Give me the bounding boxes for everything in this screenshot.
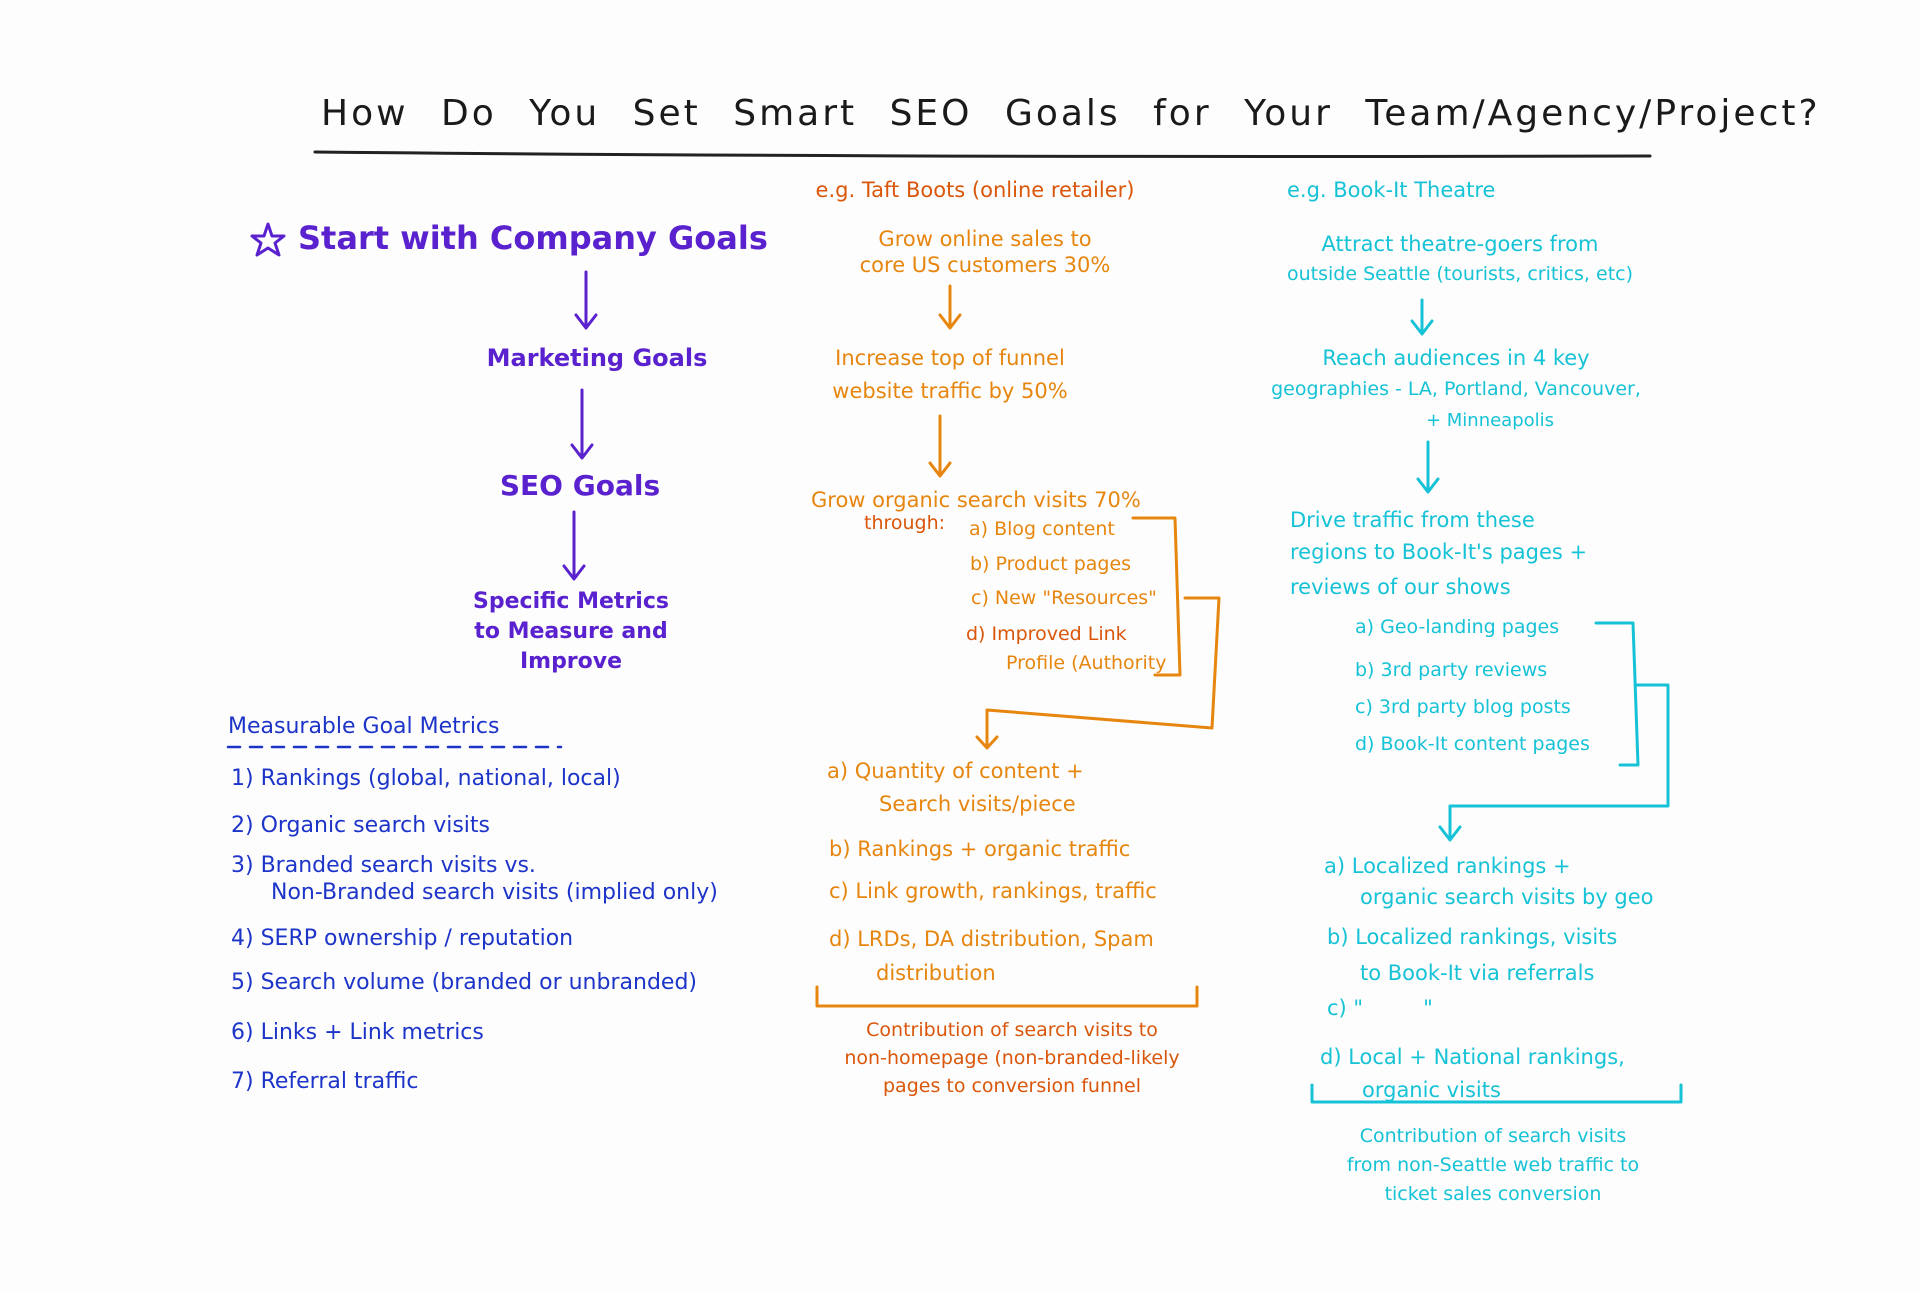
taft-arrows-brackets [815, 284, 1221, 1008]
taft-goal: Grow organic search visits 70% [811, 488, 1141, 512]
taft-through: through: [864, 512, 946, 534]
bookit-tactic: b) 3rd party reviews [1355, 659, 1548, 681]
bookit-goal: Attract theatre-goers from [1321, 232, 1599, 256]
bracket [1310, 1083, 1683, 1104]
taft-metric: a) Quantity of content + [827, 759, 1084, 783]
bracket [1131, 516, 1182, 677]
bookit-tactic: c) 3rd party blog posts [1355, 696, 1571, 718]
taft-summary: Contribution of search visits to [866, 1019, 1158, 1041]
metric-item: 4) SERP ownership / reputation [231, 926, 574, 951]
taft-goal: Increase top of funnel [835, 346, 1065, 370]
bookit-summary: ticket sales conversion [1384, 1183, 1602, 1205]
bookit-metric: b) Localized rankings, visits [1327, 925, 1618, 949]
bookit-goal: regions to Book-It's pages + [1290, 540, 1588, 564]
bookit-metric: to Book-It via referrals [1360, 961, 1595, 985]
taft-metric: d) LRDs, DA distribution, Spam [829, 927, 1154, 951]
bookit-goal: geographies - LA, Portland, Vancouver, [1271, 378, 1641, 400]
taft-summary: non-homepage (non-branded-likely [844, 1047, 1180, 1069]
bookit-summary: from non-Seattle web traffic to [1346, 1154, 1640, 1176]
bookit-goal: + Minneapolis [1425, 410, 1555, 431]
star-icon [250, 222, 286, 257]
arrow-icon [928, 414, 952, 478]
taft-summary: pages to conversion funnel [882, 1075, 1142, 1097]
taft-tactic: b) Product pages [970, 553, 1132, 575]
bookit-tactic: d) Book-It content pages [1355, 733, 1590, 755]
taft-tactic: Profile (Authority [1006, 652, 1167, 674]
specific-metrics-line: Improve [519, 649, 623, 674]
taft-metric: distribution [876, 961, 996, 985]
bookit-goal: outside Seattle (tourists, critics, etc) [1286, 263, 1634, 285]
bookit-goal: Reach audiences in 4 key [1322, 346, 1590, 370]
page-title: How Do You Set Smart SEO Goals for Your … [321, 93, 1821, 134]
bookit-example: e.g. Book-It Theatre [1287, 178, 1496, 202]
bracket [1438, 683, 1670, 842]
bookit-goal: Drive traffic from these [1290, 508, 1535, 532]
taft-metric: b) Rankings + organic traffic [829, 837, 1131, 861]
metric-item: 3) Branded search visits vs. [231, 853, 536, 878]
bookit-summary: Contribution of search visits [1359, 1125, 1627, 1147]
arrow-icon [562, 510, 586, 581]
metric-item: 1) Rankings (global, national, local) [231, 766, 621, 791]
bookit-goal: reviews of our shows [1290, 575, 1511, 599]
taft-goal: core US customers 30% [859, 253, 1111, 277]
seo-goals: SEO Goals [499, 469, 661, 502]
taft-metric: Search visits/piece [879, 792, 1076, 816]
bookit-arrows-brackets [1310, 298, 1683, 1104]
arrow-icon [1416, 440, 1440, 494]
bookit-metric: c) " " [1327, 996, 1433, 1020]
bookit-tactic: a) Geo-landing pages [1355, 616, 1560, 638]
bracket [1594, 621, 1640, 767]
taft-goal: Grow online sales to [878, 227, 1092, 251]
arrow-icon [570, 388, 594, 460]
company-arrows [562, 270, 598, 581]
specific-metrics-line: to Measure and [474, 619, 668, 644]
taft-example: e.g. Taft Boots (online retailer) [815, 178, 1135, 202]
bookit-metric: organic visits [1362, 1078, 1501, 1102]
metric-item: 2) Organic search visits [231, 813, 491, 838]
metric-item: Non-Branded search visits (implied only) [271, 880, 718, 905]
bookit-metric: d) Local + National rankings, [1320, 1045, 1625, 1069]
title-underline [313, 150, 1652, 158]
bracket [975, 596, 1221, 750]
taft-tactic: c) New "Resources" [971, 587, 1157, 609]
marketing-goals: Marketing Goals [486, 344, 708, 372]
start-company-goals: Start with Company Goals [298, 219, 768, 257]
metric-item: 6) Links + Link metrics [231, 1020, 484, 1045]
specific-metrics-line: Specific Metrics [473, 589, 669, 614]
metrics-heading: Measurable Goal Metrics [228, 714, 500, 739]
bookit-metric: a) Localized rankings + [1324, 854, 1571, 878]
taft-tactic: a) Blog content [969, 518, 1115, 540]
taft-tactic: d) Improved Link [966, 623, 1127, 645]
arrow-icon [1410, 298, 1434, 336]
taft-metric: c) Link growth, rankings, traffic [829, 879, 1157, 903]
metric-item: 5) Search volume (branded or unbranded) [231, 970, 697, 995]
bookit-metric: organic search visits by geo [1360, 885, 1654, 909]
arrow-icon [574, 270, 598, 330]
metric-item: 7) Referral traffic [231, 1069, 419, 1094]
bracket [815, 985, 1199, 1008]
taft-goal: website traffic by 50% [832, 379, 1068, 403]
arrow-icon [938, 284, 962, 330]
